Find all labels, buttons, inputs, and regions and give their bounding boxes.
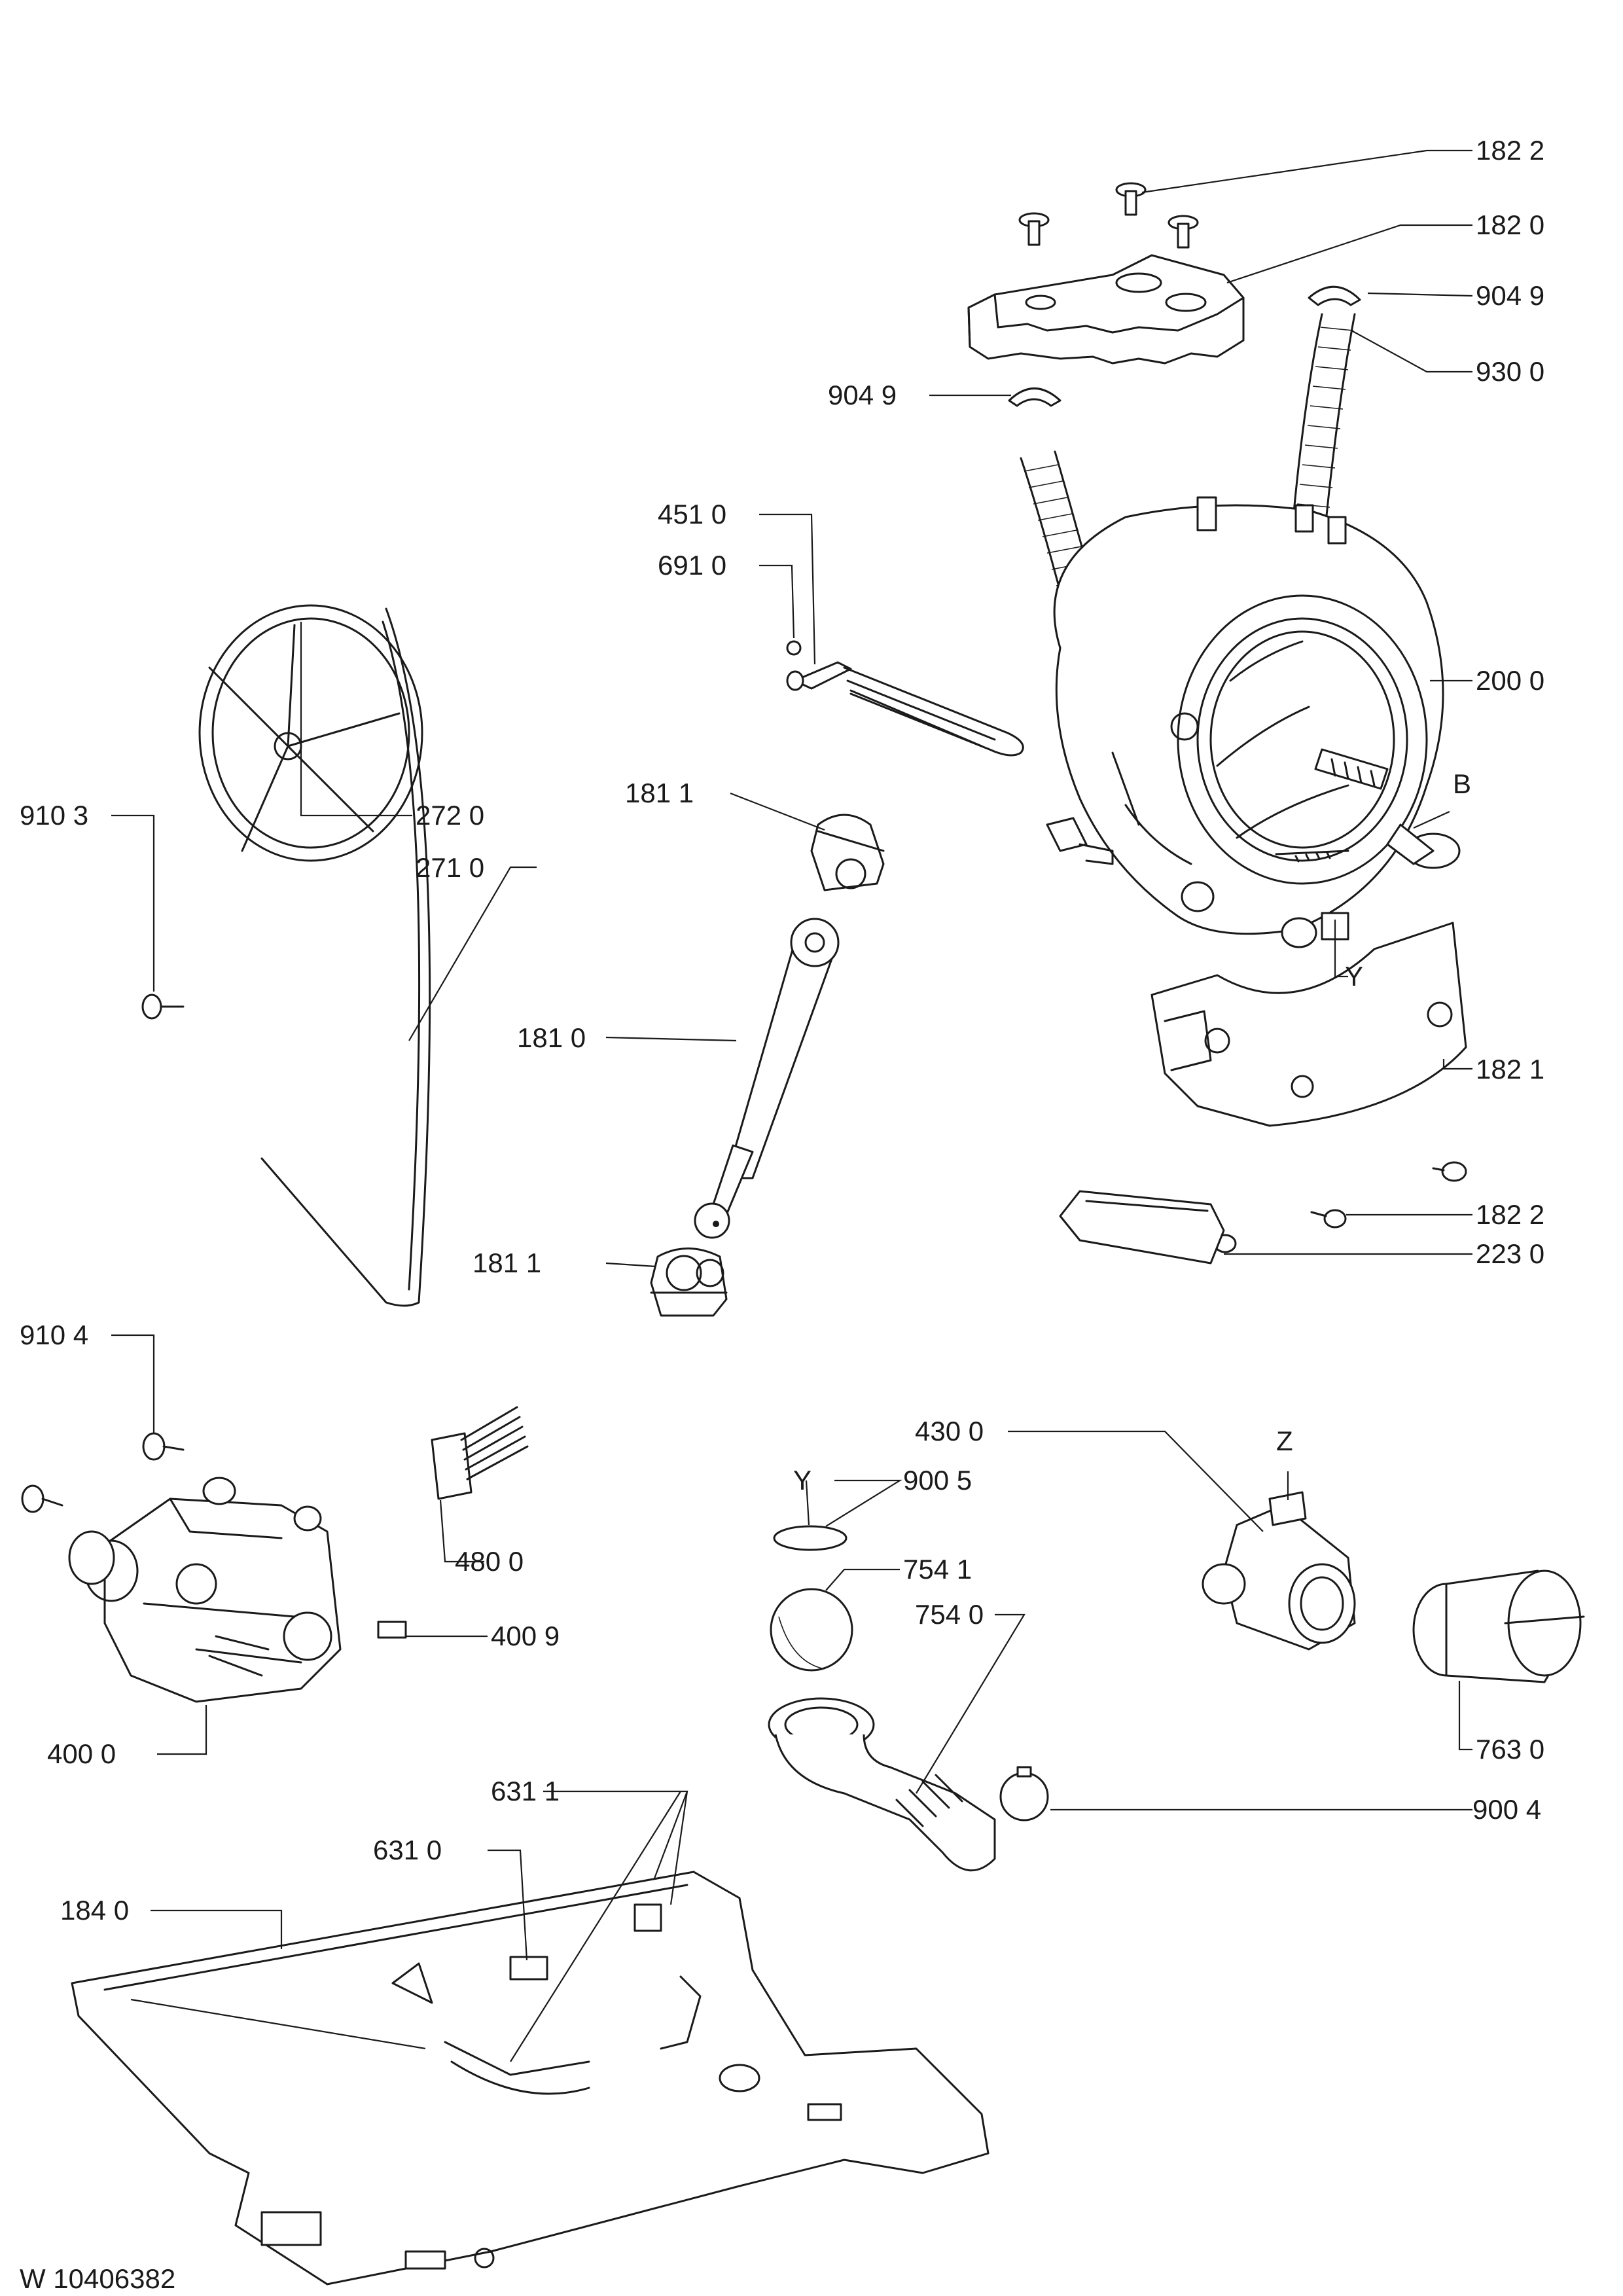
label-900-4: 900 4 <box>1472 1794 1541 1825</box>
filter-763-0 <box>1412 1570 1585 1683</box>
label-691-0: 691 0 <box>658 550 726 581</box>
label-904-9-left: 904 9 <box>828 380 897 410</box>
counterweight-182-1 <box>1150 922 1467 1127</box>
label-200-0: 200 0 <box>1476 665 1544 696</box>
ball-754-1 <box>770 1588 853 1672</box>
label-451-0: 451 0 <box>658 499 726 529</box>
label-763-0: 763 0 <box>1476 1734 1544 1765</box>
base-184-0 <box>71 1871 990 2286</box>
screw-182-2-b <box>1018 212 1050 246</box>
sump-hose-754-0 <box>768 1697 996 1872</box>
label-631-1: 631 1 <box>491 1776 560 1806</box>
screw-910-3 <box>141 994 185 1020</box>
tub-200-0 <box>1046 496 1461 948</box>
label-400-0: 400 0 <box>47 1738 116 1769</box>
label-182-2-bottom: 182 2 <box>1476 1199 1544 1230</box>
label-223-0: 223 0 <box>1476 1238 1544 1269</box>
label-631-0: 631 0 <box>373 1835 442 1865</box>
screw-910-4-b <box>21 1484 63 1513</box>
connector-480-0 <box>431 1406 529 1500</box>
screw-182-2-c <box>1168 215 1199 249</box>
clamp-904-9-left <box>1008 387 1061 407</box>
pump-430-0 <box>1202 1491 1356 1651</box>
clamp-900-4 <box>999 1766 1049 1821</box>
label-z: Z <box>1276 1426 1293 1456</box>
label-400-9: 400 9 <box>491 1621 560 1651</box>
label-900-5: 900 5 <box>903 1465 972 1496</box>
screw-182-2-top-group <box>1018 182 1199 249</box>
label-182-0: 182 0 <box>1476 209 1544 240</box>
label-181-0: 181 0 <box>517 1022 586 1053</box>
shock-absorber-181-0 <box>694 918 840 1239</box>
label-181-1-top: 181 1 <box>625 778 694 808</box>
screw-910-4-a <box>142 1432 185 1461</box>
label-272-0: 272 0 <box>416 800 484 831</box>
drum-pulley-272-0 <box>198 604 423 862</box>
screw-182-2-a <box>1115 182 1147 216</box>
label-754-1: 754 1 <box>903 1554 972 1585</box>
drawing-number: W 10406382 <box>20 2263 175 2294</box>
heater-451-0 <box>786 640 1024 757</box>
label-754-0: 754 0 <box>915 1599 984 1630</box>
label-930-0: 930 0 <box>1476 356 1544 387</box>
label-910-4: 910 4 <box>20 1319 88 1350</box>
label-y-top: Y <box>1345 961 1363 992</box>
drive-belt-271-0 <box>260 607 431 1307</box>
label-184-0: 184 0 <box>60 1895 129 1926</box>
clamp-904-9-right <box>1308 285 1361 306</box>
label-182-2-top: 182 2 <box>1476 135 1544 166</box>
label-904-9-right: 904 9 <box>1476 280 1544 311</box>
shock-clip-181-1-bottom <box>650 1247 728 1317</box>
label-181-1-bottom: 181 1 <box>473 1247 541 1278</box>
screw-910-4-group <box>21 1432 185 1513</box>
label-910-3: 910 3 <box>20 800 88 831</box>
screw-182-2-d <box>1432 1161 1467 1182</box>
label-271-0: 271 0 <box>416 852 484 883</box>
callout-labels: 182 2 182 0 904 9 930 0 904 9 451 0 691 … <box>20 135 1544 2294</box>
label-430-0: 430 0 <box>915 1416 984 1446</box>
label-480-0: 480 0 <box>455 1546 524 1577</box>
leader-lines <box>111 149 1473 2062</box>
motor-400-0 <box>68 1477 342 1703</box>
shock-clip-181-1-top <box>810 814 885 891</box>
top-bracket-182-0 <box>967 254 1245 365</box>
screw-182-2-f <box>1310 1209 1347 1229</box>
screw-182-2-bottom-group <box>1203 1161 1467 1253</box>
ring-900-5 <box>773 1525 847 1551</box>
label-182-1: 182 1 <box>1476 1054 1544 1085</box>
label-y-bottom: Y <box>793 1465 812 1496</box>
label-b: B <box>1453 768 1471 799</box>
front-trim-223-0 <box>1059 1190 1225 1265</box>
brush-400-9 <box>377 1621 407 1639</box>
